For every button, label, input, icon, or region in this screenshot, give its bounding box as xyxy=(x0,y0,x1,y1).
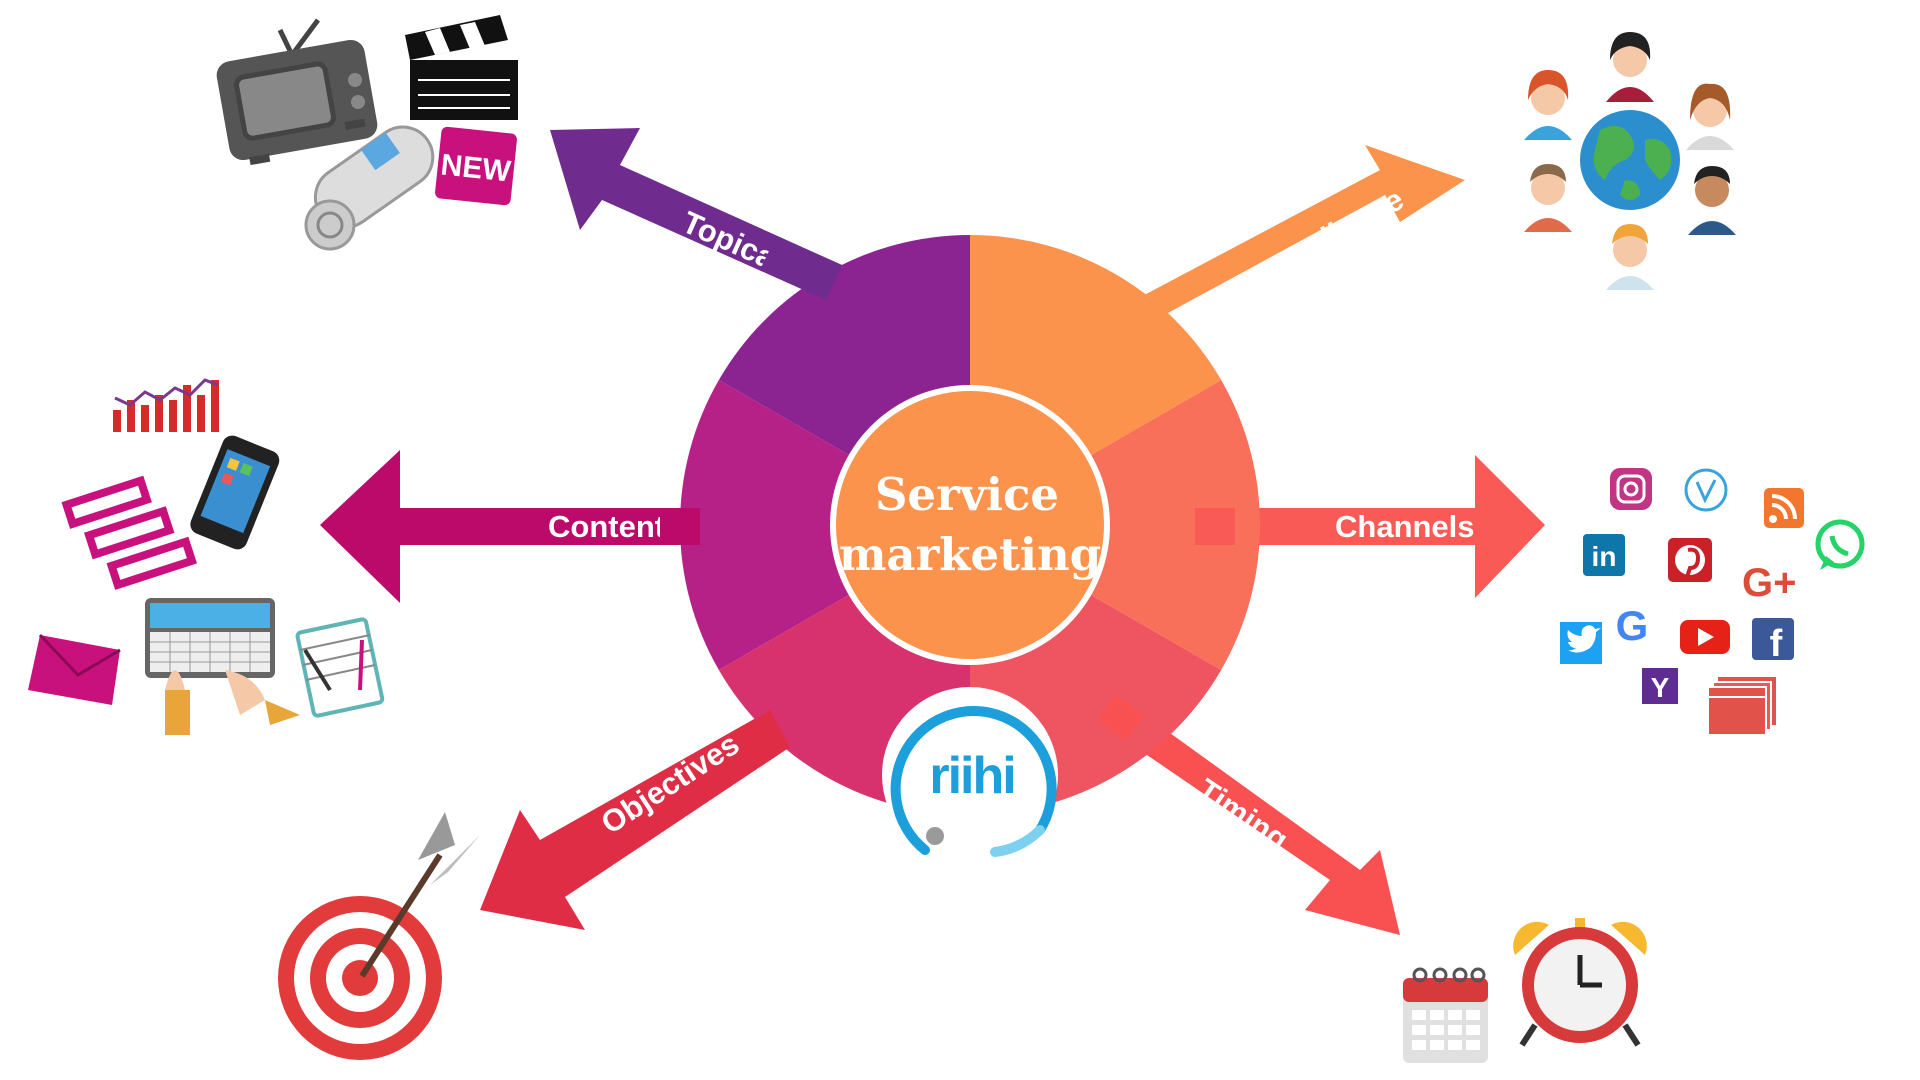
arrow-timing: Timing xyxy=(1125,715,1400,935)
segment-salmon xyxy=(970,380,1261,670)
yahoo-icon: Y xyxy=(1642,668,1678,704)
riihi-logo: riihi xyxy=(882,687,1058,863)
laptop-icon xyxy=(145,598,300,735)
yahoo-icon-text: Y xyxy=(1651,672,1670,703)
google-plus-icon-text: G+ xyxy=(1742,561,1796,605)
bar-chart-icon xyxy=(113,378,219,432)
arrow-topical-tail xyxy=(760,236,842,300)
calendar-icon xyxy=(1403,967,1488,1063)
google-icon-text: G xyxy=(1616,602,1649,649)
tv-icon xyxy=(216,18,378,166)
whatsapp-icon xyxy=(1815,519,1865,570)
google-plus-icon: G+ xyxy=(1742,561,1796,605)
arrow-channels-tail xyxy=(1195,508,1235,545)
center-title-line1: Service xyxy=(875,468,1059,521)
google-icon: G xyxy=(1616,602,1649,649)
arrow-target-audience: Target audience xyxy=(1150,145,1465,326)
browser-windows-icon xyxy=(1707,677,1776,736)
arrow-timing-tail xyxy=(1097,695,1145,740)
notebook-icon xyxy=(295,617,385,718)
envelope-icon xyxy=(28,633,121,705)
facebook-icon: f xyxy=(1752,618,1794,665)
pinterest-icon xyxy=(1668,538,1712,582)
arrow-objectives: Objectives xyxy=(480,710,790,930)
linkedin-icon-text: in xyxy=(1592,541,1617,572)
youtube-icon xyxy=(1680,620,1730,654)
arrow-content: Content xyxy=(320,450,700,603)
center-circle: Service marketing xyxy=(830,385,1110,665)
center-title-line2: marketing xyxy=(839,528,1101,581)
clapperboard-icon xyxy=(405,15,518,120)
new-badge-text: NEW xyxy=(439,148,513,188)
riihi-logo-text: riihi xyxy=(929,747,1014,805)
alarm-clock-icon xyxy=(1513,918,1647,1047)
linkedin-icon: in xyxy=(1583,534,1625,576)
arrow-objectives-tail xyxy=(740,710,790,767)
arrow-label-channels: Channels xyxy=(1335,509,1475,544)
arrow-audience-tail xyxy=(1118,292,1155,337)
list-icon xyxy=(61,475,197,590)
avatar-woman-left xyxy=(1524,70,1572,140)
arrow-label-content: Content xyxy=(548,509,665,544)
segment-magenta xyxy=(679,380,970,670)
new-badge-icon: NEW xyxy=(435,126,517,206)
avatar-woman-top xyxy=(1606,32,1654,102)
avatar-woman-right xyxy=(1686,83,1734,150)
avatar-man-bottom xyxy=(1606,224,1654,290)
target-icon xyxy=(278,812,480,1060)
instagram-icon xyxy=(1610,468,1652,510)
avatar-man-left xyxy=(1524,164,1572,232)
globe-icon xyxy=(1580,110,1680,210)
facebook-icon-text: f xyxy=(1770,623,1783,665)
arrow-channels: Channels xyxy=(1195,455,1545,598)
rss-icon xyxy=(1764,488,1804,528)
avatar-man-right xyxy=(1688,166,1736,235)
twitter-icon xyxy=(1560,622,1602,664)
smartphone-icon xyxy=(190,435,280,550)
arrow-label-target-audience: Target audience xyxy=(1186,181,1409,326)
vine-icon xyxy=(1684,468,1728,512)
newspaper-icon xyxy=(304,125,435,251)
arrow-content-tail xyxy=(660,508,700,545)
